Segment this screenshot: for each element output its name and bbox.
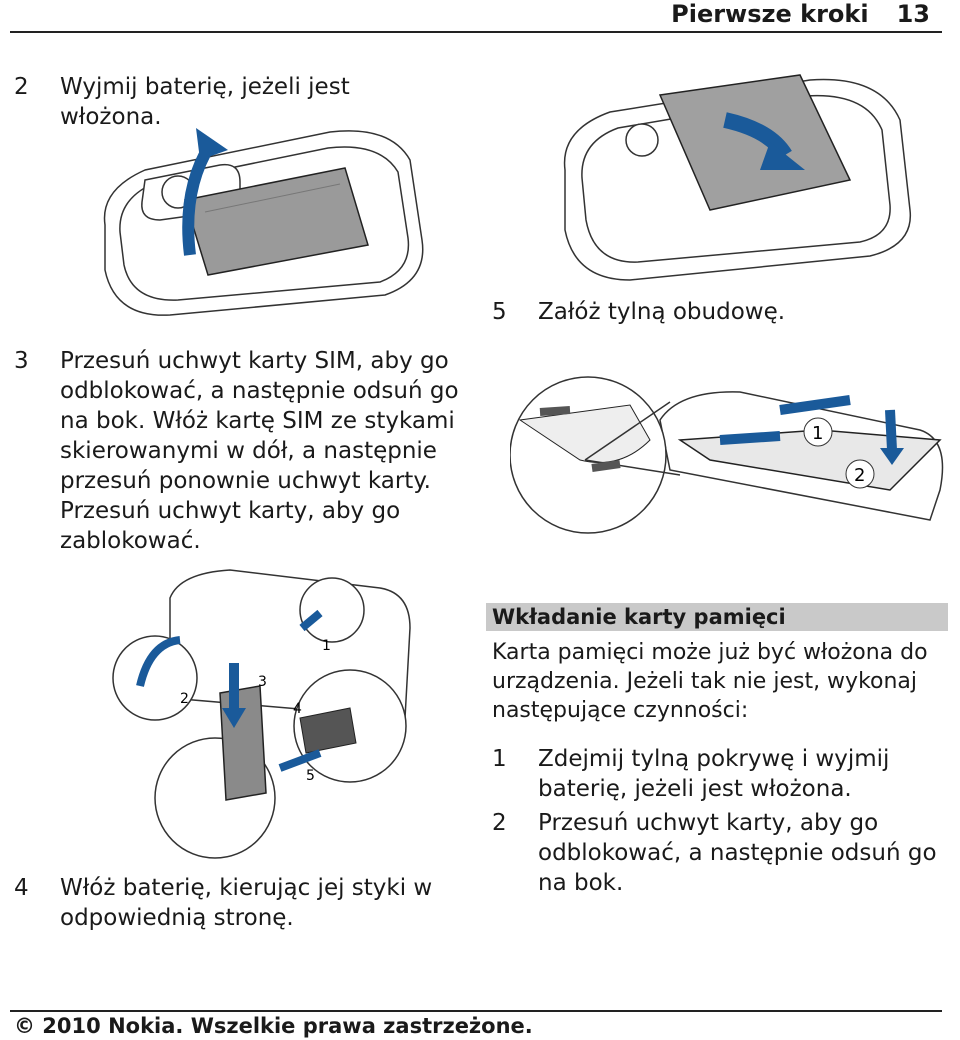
header-rule xyxy=(10,31,942,33)
sim-label-5: 5 xyxy=(306,768,315,784)
page-number: 13 xyxy=(896,0,930,28)
section-title: Pierwsze kroki xyxy=(671,0,869,28)
remove-battery-illustration xyxy=(103,128,424,316)
copyright-footer: © 2010 Nokia. Wszelkie prawa zastrzeżone… xyxy=(14,1014,533,1038)
cover-label-1: 1 xyxy=(812,423,823,444)
running-header: Pierwsze kroki 13 xyxy=(671,0,930,28)
step-text: Załóż tylną obudowę. xyxy=(538,299,786,325)
sim-label-4: 4 xyxy=(293,701,302,717)
step-3: 3 Przesuń uchwyt karty SIM, aby go odblo… xyxy=(14,346,464,556)
step-number: 1 xyxy=(492,746,507,772)
sim-card-illustration: 1 2 3 4 5 xyxy=(112,569,411,859)
step-text: Przesuń uchwyt karty, aby go odblokować,… xyxy=(538,810,937,896)
step-text: Wyjmij baterię, jeżeli jest włożona. xyxy=(60,74,350,130)
step-number: 5 xyxy=(492,299,507,325)
step-number: 2 xyxy=(14,74,29,100)
step-number: 4 xyxy=(14,875,29,901)
memory-step-1: 1 Zdejmij tylną pokrywę i wyjmij baterię… xyxy=(492,744,942,804)
memory-card-intro: Karta pamięci może już być włożona do ur… xyxy=(492,640,928,723)
step-text: Zdejmij tylną pokrywę i wyjmij baterię, … xyxy=(538,746,890,802)
step-text: Włóż baterię, kierując jej styki w odpow… xyxy=(60,875,433,931)
step-4: 4 Włóż baterię, kierując jej styki w odp… xyxy=(14,873,454,933)
sim-label-1: 1 xyxy=(322,638,331,654)
step-2: 2 Wyjmij baterię, jeżeli jest włożona. xyxy=(14,72,454,132)
step-5: 5 Załóż tylną obudowę. xyxy=(492,297,932,327)
cover-label-2: 2 xyxy=(854,465,865,486)
insert-battery-illustration xyxy=(563,74,912,281)
step-text: Przesuń uchwyt karty SIM, aby go odbloko… xyxy=(60,348,459,554)
memory-step-2: 2 Przesuń uchwyt karty, aby go odblokowa… xyxy=(492,808,942,898)
section-heading: Wkładanie karty pamięci xyxy=(486,603,948,631)
step-number: 2 xyxy=(492,810,507,836)
step-number: 3 xyxy=(14,348,29,374)
footer-rule xyxy=(10,1010,942,1012)
sim-label-3: 3 xyxy=(258,674,267,690)
sim-label-2: 2 xyxy=(180,691,189,707)
back-cover-illustration: 1 2 xyxy=(510,376,944,534)
